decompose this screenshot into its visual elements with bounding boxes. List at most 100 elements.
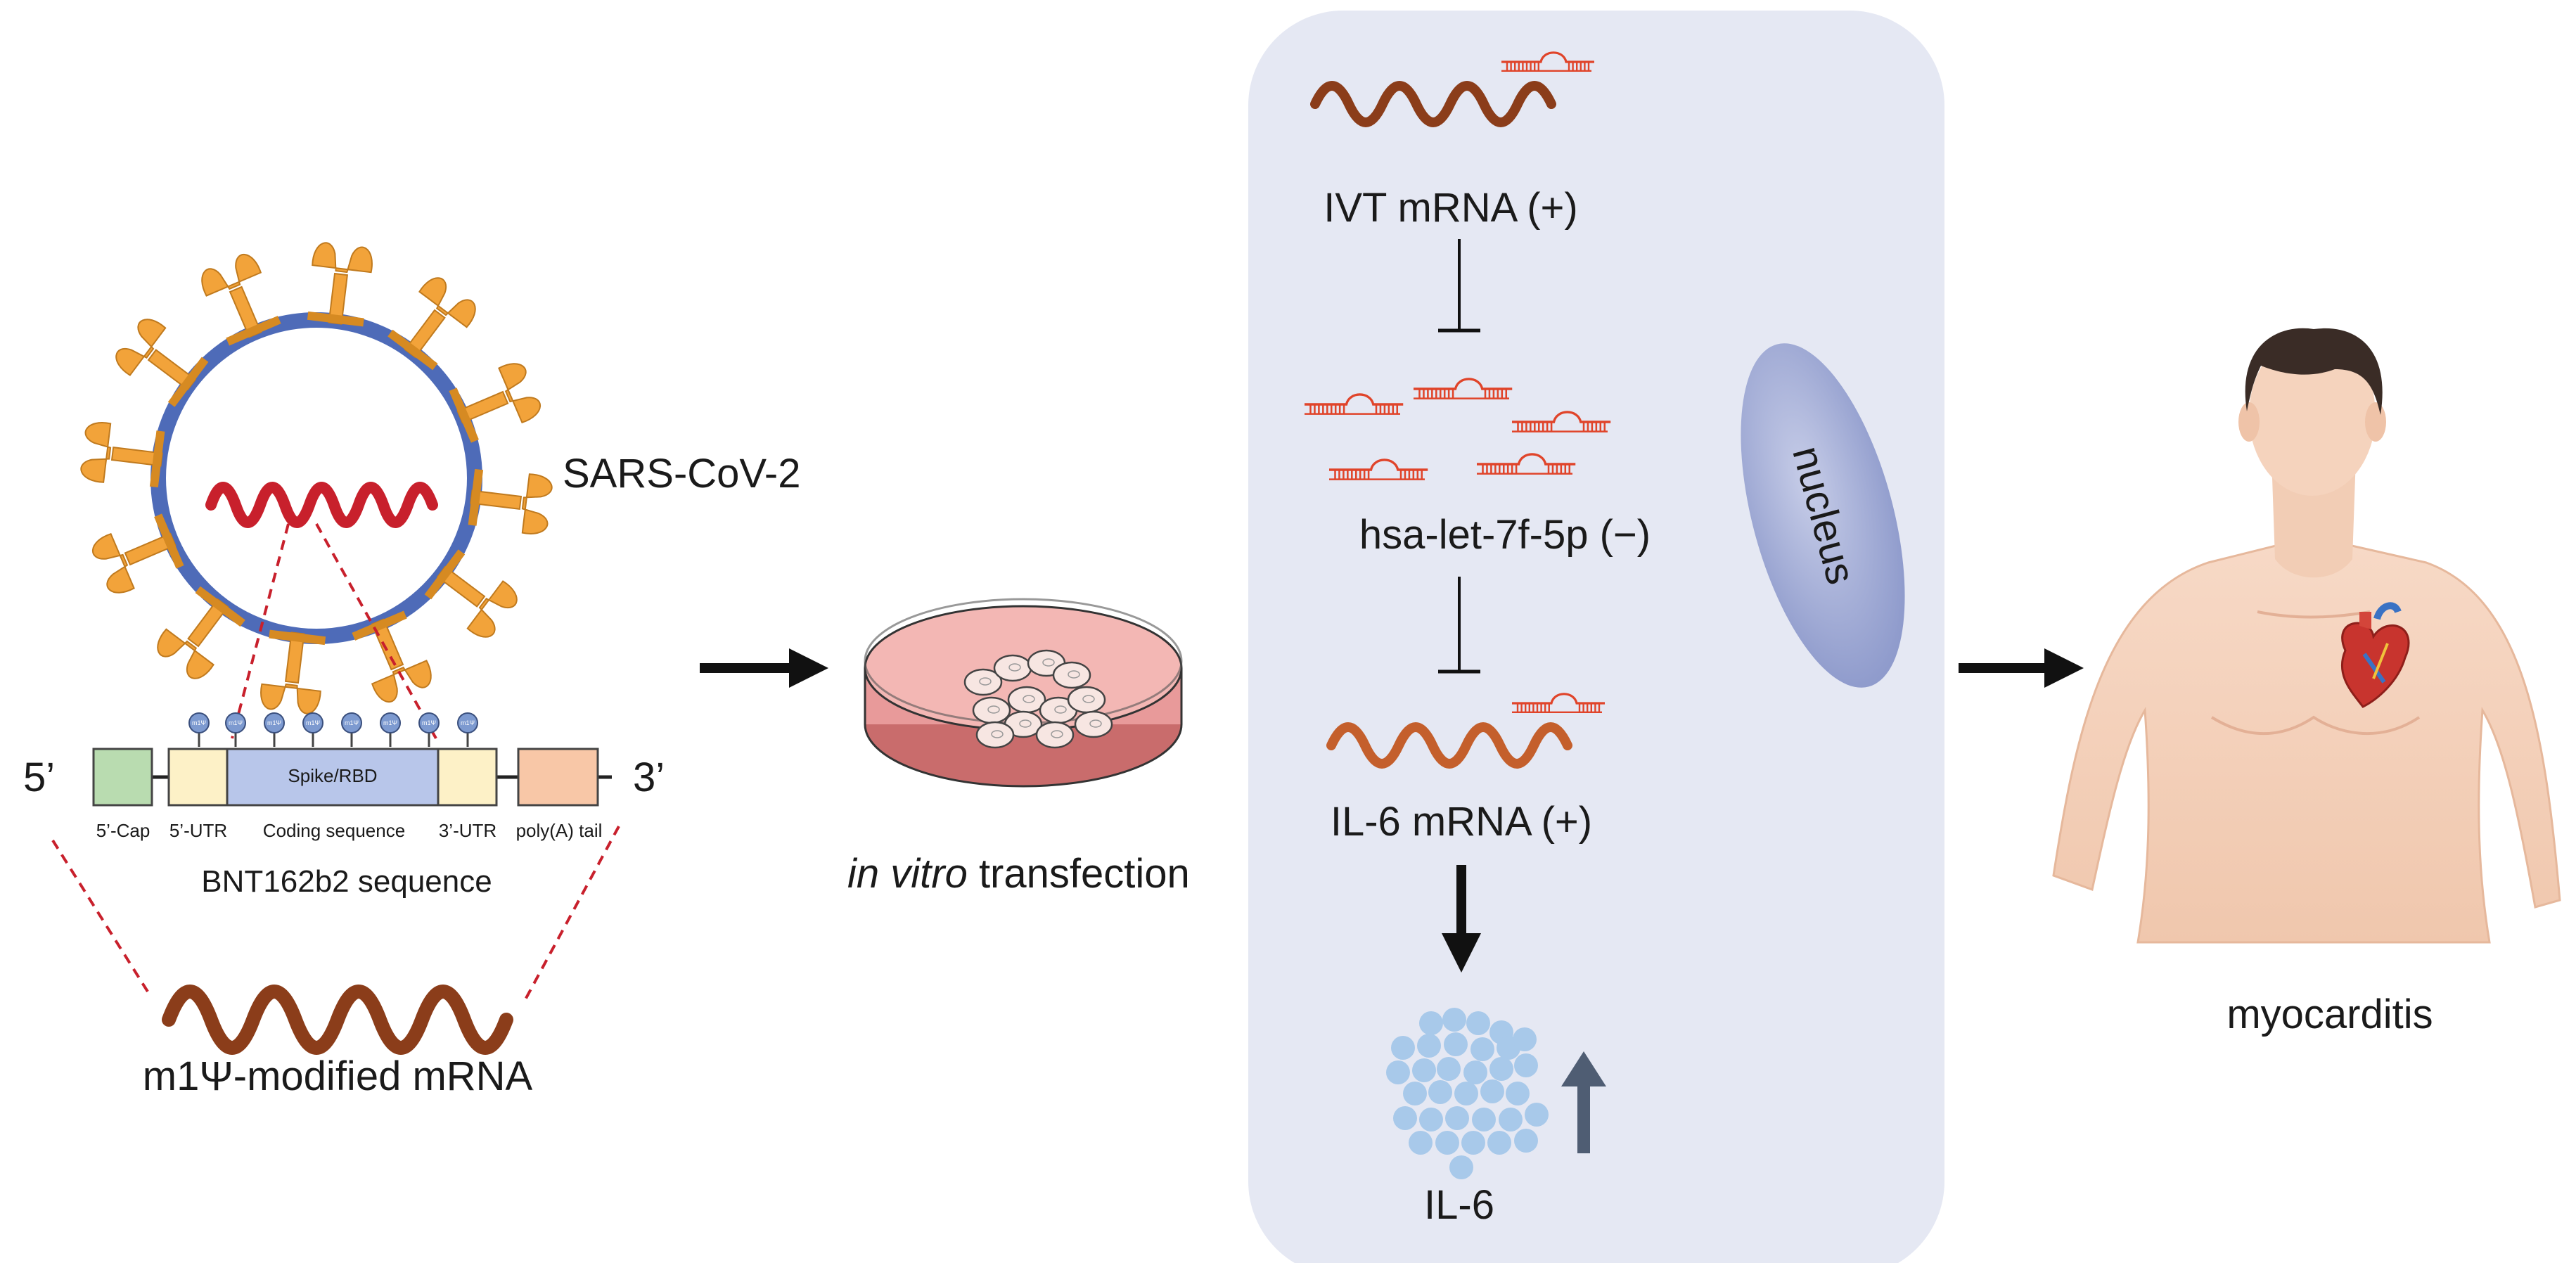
- spike-rbd-box: [226, 748, 440, 807]
- spike-protein-icon: [468, 468, 553, 534]
- mirna-label: hsa-let-7f-5p (−): [1359, 512, 1651, 558]
- cell-panel: [1248, 11, 1944, 1263]
- cell-icon: [1052, 661, 1091, 689]
- m1psi-pin-icon: m1Ψ: [418, 712, 440, 747]
- m1psi-pin-icon: m1Ψ: [380, 712, 401, 747]
- il6-molecule: [1444, 1032, 1468, 1056]
- il6-molecule: [1442, 1008, 1466, 1032]
- m1psi-mrna-strand: [162, 985, 513, 1055]
- polya-label: poly(A) tail: [516, 820, 603, 841]
- m1psi-pin-icon: m1Ψ: [264, 712, 285, 747]
- il6-molecule: [1513, 1027, 1537, 1051]
- utr3-box: [437, 748, 498, 807]
- il6-molecule: [1445, 1106, 1469, 1130]
- dashed-line-left-lower: [51, 839, 149, 993]
- cap-box: [92, 748, 153, 807]
- torso-shape: [2052, 544, 2561, 944]
- il6-molecule: [1449, 1155, 1473, 1179]
- m1psi-mrna-label: m1Ψ-modified mRNA: [143, 1053, 533, 1099]
- m1psi-pin-label: m1Ψ: [422, 719, 436, 726]
- cell-icon: [1067, 686, 1106, 714]
- m1psi-pin-label: m1Ψ: [461, 719, 475, 726]
- il6-molecule: [1480, 1079, 1504, 1103]
- cap-label: 5’-Cap: [96, 820, 150, 841]
- heart-icon: [2340, 602, 2410, 708]
- sars-cov-2-virus-icon: [80, 242, 553, 714]
- cell-icon: [975, 721, 1015, 749]
- il6-molecule: [1454, 1082, 1478, 1105]
- cell-icon: [1035, 721, 1075, 749]
- m1psi-pin-icon: m1Ψ: [302, 712, 323, 747]
- spike-protein-icon: [201, 253, 281, 346]
- spike-protein-icon: [260, 629, 326, 714]
- spike-protein-icon: [352, 610, 432, 703]
- head-shape: [2249, 334, 2376, 496]
- m1psi-pin-label: m1Ψ: [306, 719, 320, 726]
- spike-protein-icon: [115, 319, 209, 407]
- il6-molecule: [1472, 1108, 1496, 1131]
- right-ear: [2365, 402, 2386, 442]
- increase-arrow-icon: [1561, 1051, 1606, 1086]
- m1psi-pin-label: m1Ψ: [345, 719, 359, 726]
- il6-molecule: [1393, 1106, 1417, 1130]
- chest-line: [2210, 715, 2421, 736]
- m1psi-pin-icon: m1Ψ: [188, 712, 210, 747]
- cell-icon: [1004, 710, 1043, 738]
- bnt162b2-label: BNT162b2 sequence: [201, 864, 492, 899]
- mirna-icon: [1477, 453, 1576, 475]
- spike-protein-icon: [80, 422, 165, 488]
- petri-dish-icon: [864, 598, 1183, 788]
- mirna-icon: [1414, 378, 1513, 399]
- cell-icon: [1007, 686, 1046, 714]
- collarbone-line: [2257, 610, 2371, 619]
- cell-icon: [993, 654, 1032, 682]
- m1psi-pin-icon: m1Ψ: [225, 712, 246, 747]
- il6-molecule: [1419, 1108, 1443, 1131]
- mirna-icon: [1512, 411, 1611, 432]
- il6-molecule: [1437, 1057, 1461, 1081]
- il6-molecule: [1470, 1037, 1494, 1061]
- three-prime-label: 3’: [633, 755, 665, 800]
- utr5-label: 5’-UTR: [169, 820, 227, 841]
- spike-protein-icon: [387, 277, 476, 371]
- il6-molecule: [1499, 1108, 1523, 1131]
- il6-molecule: [1435, 1131, 1459, 1155]
- il6-molecule: [1412, 1058, 1436, 1082]
- sars-cov-2-label: SARS-CoV-2: [563, 451, 800, 496]
- mirna-icon: [1329, 459, 1428, 480]
- ivt-mrna-label: IVT mRNA (+): [1324, 185, 1577, 231]
- m1psi-pin-label: m1Ψ: [267, 719, 281, 726]
- polya-box: [517, 748, 599, 807]
- il6-molecule: [1417, 1034, 1441, 1058]
- m1psi-pin-label: m1Ψ: [229, 719, 243, 726]
- il6-molecule: [1461, 1131, 1485, 1155]
- five-prime-label: 5’: [23, 755, 55, 800]
- m1psi-pin-icon: m1Ψ: [457, 712, 478, 747]
- free-mirna-cluster: [1305, 378, 1611, 480]
- il6-molecule: [1525, 1103, 1549, 1127]
- spike-protein-icon: [449, 363, 542, 443]
- il6-molecule: [1489, 1057, 1513, 1081]
- ivt-mrna-strand: [1310, 81, 1556, 127]
- bound-mirna-top: [1501, 51, 1595, 72]
- il6-molecule: [1419, 1011, 1443, 1035]
- utr3-label: 3’-UTR: [439, 820, 496, 841]
- il6-molecule: [1466, 1011, 1490, 1035]
- cultured-cells: [963, 649, 1113, 749]
- il6-molecule: [1506, 1082, 1530, 1105]
- m1psi-pin-label: m1Ψ: [192, 719, 206, 726]
- il6-cytokine-dots: [1386, 1008, 1549, 1179]
- cell-icon: [972, 696, 1011, 724]
- mirna-icon: [1512, 693, 1606, 714]
- il6-mrna-strand: [1326, 722, 1572, 769]
- spike-protein-icon: [91, 513, 184, 594]
- spike-protein-icon: [424, 549, 518, 638]
- il6-label: IL-6: [1424, 1182, 1494, 1228]
- dashed-zoom-line-left: [231, 523, 290, 739]
- il6-molecule: [1514, 1129, 1538, 1153]
- spike-protein-icon: [307, 242, 373, 327]
- il6-molecule: [1463, 1060, 1487, 1084]
- il6-molecule: [1391, 1036, 1415, 1060]
- mirna-icon: [1305, 393, 1404, 415]
